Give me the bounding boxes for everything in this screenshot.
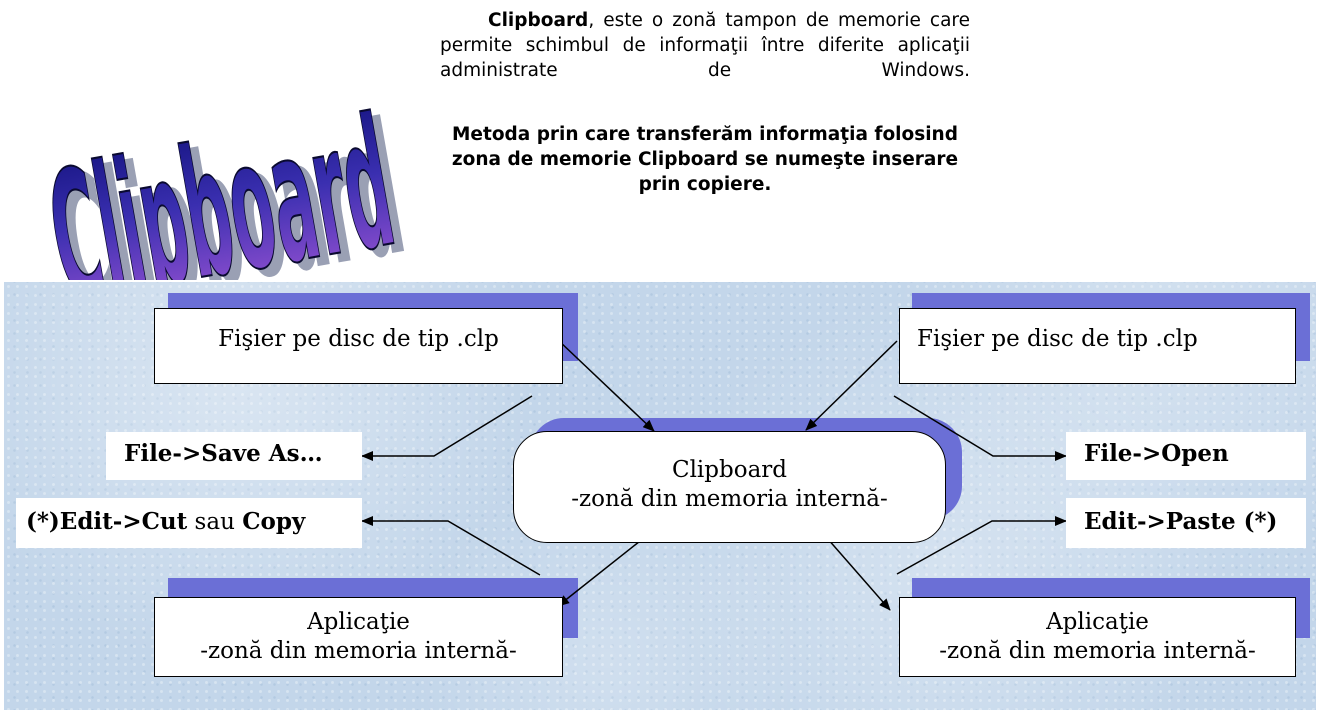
app-left-box: Aplicaţie -zonă din memoria internă-	[154, 597, 563, 677]
open-label: File->Open	[1066, 432, 1306, 480]
paste-label: Edit->Paste (*)	[1066, 498, 1306, 548]
cut-copy-label: (*)Edit->Cut sau Copy	[16, 498, 362, 548]
file-left-box: Fişier pe disc de tip .clp	[154, 308, 563, 384]
clipboard-wordart-logo: Clipboard Clipboard	[35, 79, 418, 280]
app-right-subtitle: -zonă din memoria internă-	[939, 638, 1256, 664]
paste-text: Edit->Paste (*)	[1084, 508, 1278, 535]
cut-text: (*)Edit->Cut	[26, 508, 188, 535]
arrow-to-paste	[896, 516, 1067, 575]
open-text: File->Open	[1084, 440, 1229, 467]
file-left-label: Fişier pe disc de tip .clp	[218, 326, 499, 352]
save-as-text: File->Save As…	[124, 440, 323, 467]
app-right-title: Aplicaţie	[1046, 609, 1149, 635]
arrow-to-cut-copy	[361, 516, 541, 576]
clipboard-title: Clipboard	[671, 457, 788, 483]
arrow-to-open	[893, 395, 1067, 461]
arrow-fileleft-to-clipboard	[557, 339, 655, 432]
definition-body: , este o zonă tampon de memorie care per…	[440, 10, 970, 81]
app-left-subtitle: -zonă din memoria internă-	[200, 638, 517, 664]
cut-or-text: sau	[187, 509, 243, 535]
app-right-box: Aplicaţie -zonă din memoria internă-	[899, 597, 1296, 677]
method-statement: Metoda prin care transferăm informaţia f…	[451, 124, 959, 195]
clipboard-subtitle: -zonă din memoria internă-	[571, 486, 888, 512]
save-as-label: File->Save As…	[106, 432, 362, 480]
clipboard-box: Clipboard -zonă din memoria internă-	[513, 431, 946, 543]
file-right-label: Fişier pe disc de tip .clp	[917, 326, 1198, 352]
app-left-title: Aplicaţie	[307, 609, 410, 635]
clipboard-definition: Clipboard, este o zonă tampon de memorie…	[440, 8, 970, 108]
arrow-fileright-to-clipboard	[805, 340, 898, 431]
arrow-to-save-as	[361, 395, 533, 461]
copy-text: Copy	[242, 508, 306, 535]
file-right-box: Fişier pe disc de tip .clp	[899, 308, 1296, 384]
intro-text: Clipboard, este o zonă tampon de memorie…	[440, 8, 970, 197]
definition-term: Clipboard	[488, 10, 589, 31]
